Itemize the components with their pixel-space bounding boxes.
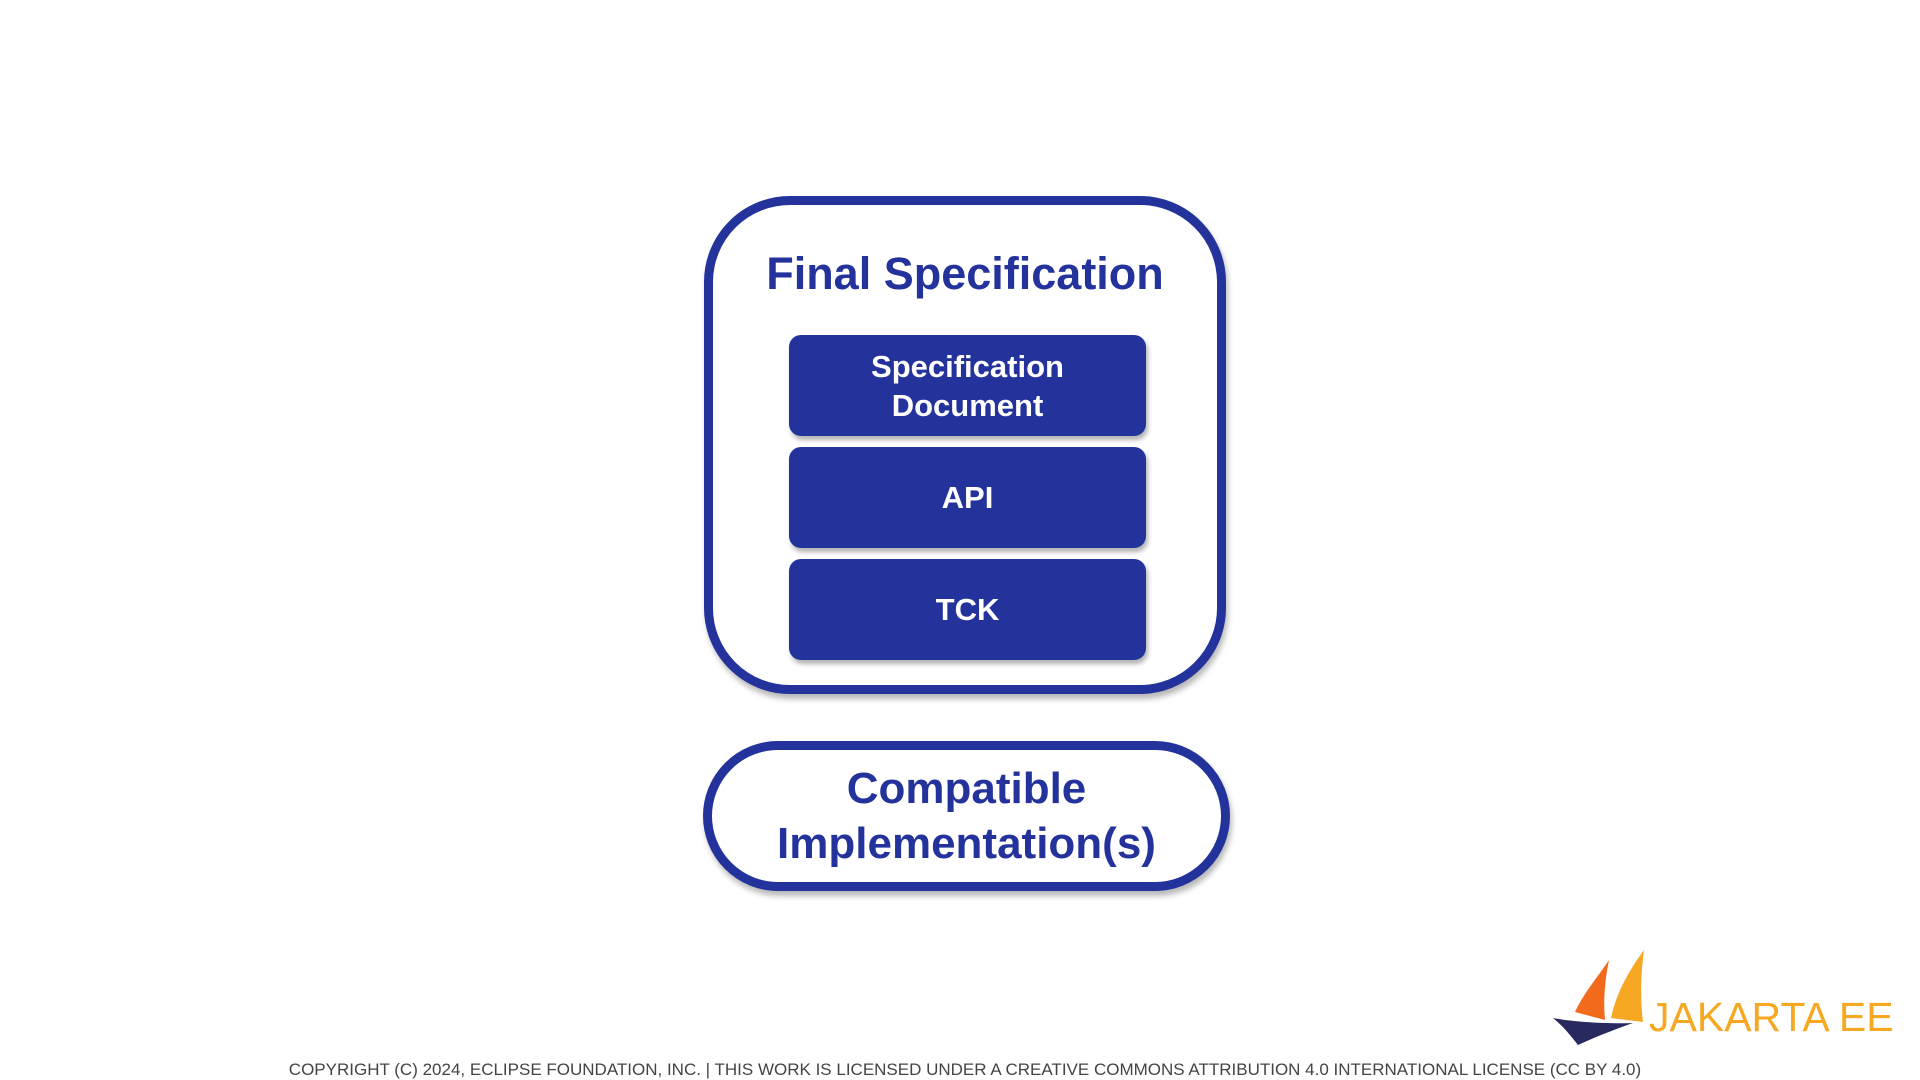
sailboat-icon [1553, 950, 1644, 1045]
final-specification-title: Final Specification [766, 248, 1164, 299]
copyright-footer: COPYRIGHT (C) 2024, ECLIPSE FOUNDATION, … [288, 1060, 1642, 1079]
compatible-implementations-label: Compatible Implementation(s) [777, 764, 1156, 868]
api-label: API [941, 480, 994, 515]
logo-text: JAKARTA EE [1649, 994, 1894, 1040]
specification-document-label: Specification Document [871, 348, 1064, 423]
compatible-implementations-box: Compatible Implementation(s) [703, 741, 1230, 891]
jakarta-ee-logo: JAKARTA EE [1553, 950, 1898, 1045]
api-block: API [789, 447, 1146, 548]
tck-block: TCK [789, 559, 1146, 660]
tck-label: TCK [935, 592, 1000, 627]
specification-document-block: Specification Document [789, 335, 1146, 436]
